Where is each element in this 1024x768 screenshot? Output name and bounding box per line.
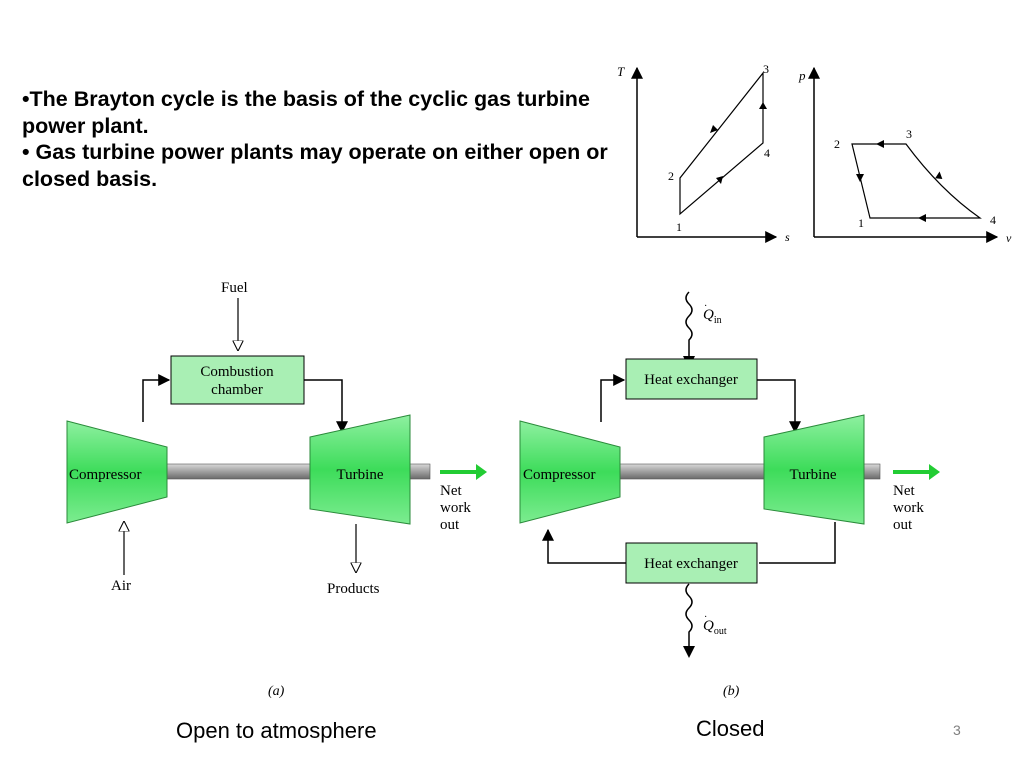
closed-cycle-diagram: Qin · Heat exchanger Heat exchanger Comp… [519,291,940,699]
turbine-a-label: Turbine [337,467,384,483]
bullet-list: •The Brayton cycle is the basis of the c… [22,86,632,192]
fuel-label: Fuel [221,280,248,296]
q-out-label: Qout [703,618,727,637]
net-label-a: Net [440,483,462,499]
p-axis-label: p [798,68,806,83]
hx-to-turbine-line [757,379,801,434]
slide-number: 3 [953,722,961,738]
combustion-label-2: chamber [211,382,263,398]
pv-point-1: 1 [858,216,864,230]
ts-point-3: 3 [763,62,769,76]
compressor-to-combustor-line [142,374,171,422]
s-axis-label: s [785,230,790,244]
pv-point-2: 2 [834,137,840,151]
work-label-a: work [440,500,471,516]
q-out-dot: · [704,612,707,623]
caption-open: Open to atmosphere [176,718,377,743]
products-label: Products [327,581,380,597]
pv-arrow-41 [918,214,926,222]
q-in-label: Qin [703,307,722,326]
turbine-to-hx-line [759,522,836,564]
net-work-arrowhead-b [929,464,940,480]
ts-cycle-path [679,71,764,216]
open-cycle-diagram: Fuel Combustion chamber Compressor Turbi… [66,280,487,699]
turbine-b [763,414,865,525]
pv-diagram: p v 1 2 3 4 [798,66,1012,245]
q-in-dot: · [704,301,707,312]
pv-cycle-path [851,143,982,219]
ts-arrow-23 [710,125,718,133]
ts-point-2: 2 [668,169,674,183]
ts-arrow-41 [716,176,723,184]
hx-to-compressor-line [542,528,626,564]
tag-b: (b) [723,684,740,699]
combustion-chamber [170,355,305,405]
heat-exchanger-bottom-label: Heat exchanger [644,556,738,572]
work-label-b: work [893,500,924,516]
bullet-item: • Gas turbine power plants may operate o… [22,140,608,191]
combustor-to-turbine-line [304,379,348,434]
compressor-a-label: Compressor [69,467,142,483]
ts-point-4: 4 [764,146,770,160]
heat-exchanger-top-label: Heat exchanger [644,372,738,388]
net-work-arrowhead-a [476,464,487,480]
ts-arrow-34 [759,102,767,109]
q-out-arrowhead [683,646,695,658]
compressor-b [519,420,621,524]
heat-exchanger-top [625,358,758,400]
pv-point-3: 3 [906,127,912,141]
compressor-a [66,420,168,524]
out-label-b: out [893,517,913,533]
caption-closed: Closed [696,716,765,741]
pv-point-4: 4 [990,213,996,227]
compressor-b-label: Compressor [523,467,596,483]
turbine-a [309,414,411,525]
combustion-label-1: Combustion [200,364,274,380]
compressor-to-hx-line [600,374,626,422]
pv-arrow-12 [856,174,864,182]
q-out-wavy-line [685,583,693,648]
tag-a: (a) [268,684,285,699]
pv-arrow-23 [876,140,884,148]
pv-arrow-34 [935,171,943,180]
q-in-wavy-line [685,291,693,358]
ts-diagram: T s 1 2 3 4 [617,62,790,244]
v-axis-label: v [1006,231,1012,245]
net-label-b: Net [893,483,915,499]
bullet-item: •The Brayton cycle is the basis of the c… [22,87,590,138]
air-label: Air [111,578,131,594]
out-label-a: out [440,517,460,533]
turbine-b-label: Turbine [790,467,837,483]
t-axis-label: T [617,64,625,79]
ts-point-1: 1 [676,220,682,234]
